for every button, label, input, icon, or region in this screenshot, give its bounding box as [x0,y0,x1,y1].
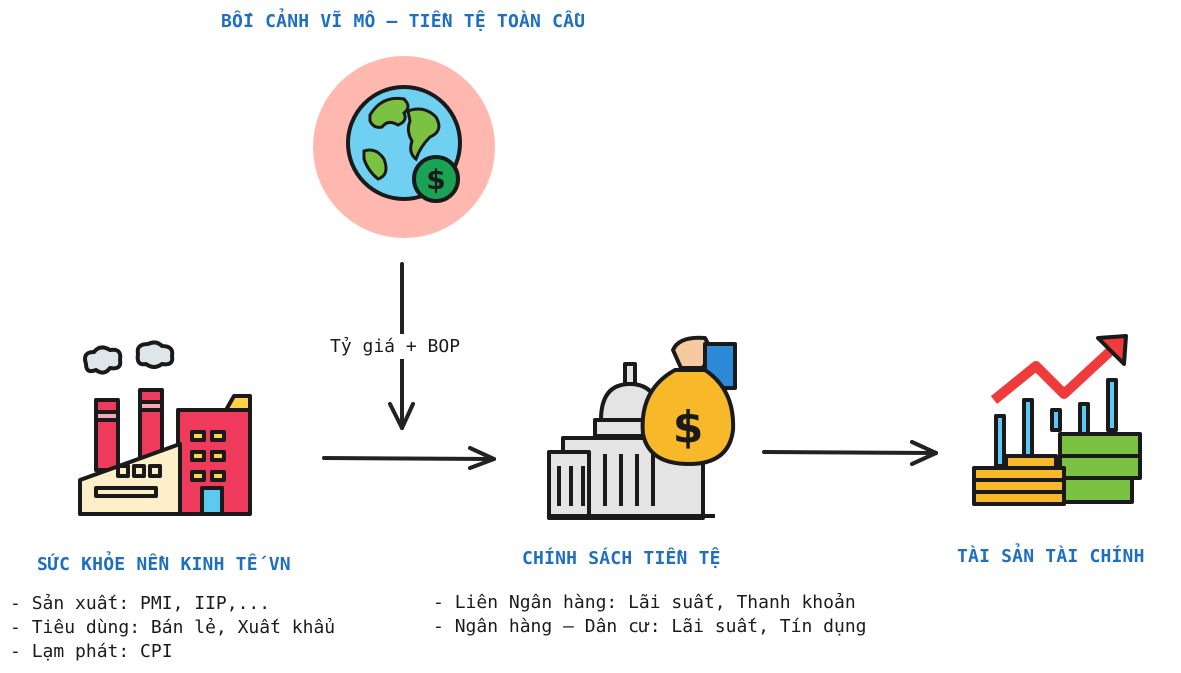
list-item: Tiêu dùng: Bán lẻ, Xuất khẩu [10,616,335,640]
svg-text:$: $ [426,163,445,196]
globe-dollar-icon: $ [313,56,495,238]
economy-indicators-list: Sản xuất: PMI, IIP,... Tiêu dùng: Bán lẻ… [10,592,335,664]
global-context-title: BỐI CẢNH VĨ MÔ – TIỀN TỆ TOÀN CẦU [221,11,586,32]
factory-icon [78,340,252,516]
list-item: Lạm phát: CPI [10,640,335,664]
financial-assets-chart-icon [972,334,1142,506]
list-item: Ngân hàng – Dân cư: Lãi suất, Tín dụng [433,615,867,639]
exchange-rate-bop-label: Tỷ giá + BOP [330,334,461,359]
svg-text:$: $ [673,402,704,453]
central-bank-money-bag-icon: $ [547,335,737,520]
list-item: Sản xuất: PMI, IIP,... [10,592,335,616]
monetary-policy-list: Liên Ngân hàng: Lãi suất, Thanh khoản Ng… [433,591,867,639]
financial-assets-title: TÀI SẢN TÀI CHÍNH [957,546,1145,567]
economy-health-title: SỨC KHỎE NỀN KINH TẾ VN [37,554,291,575]
list-item: Liên Ngân hàng: Lãi suất, Thanh khoản [433,591,867,615]
monetary-policy-title: CHÍNH SÁCH TIỀN TỆ [522,548,721,569]
